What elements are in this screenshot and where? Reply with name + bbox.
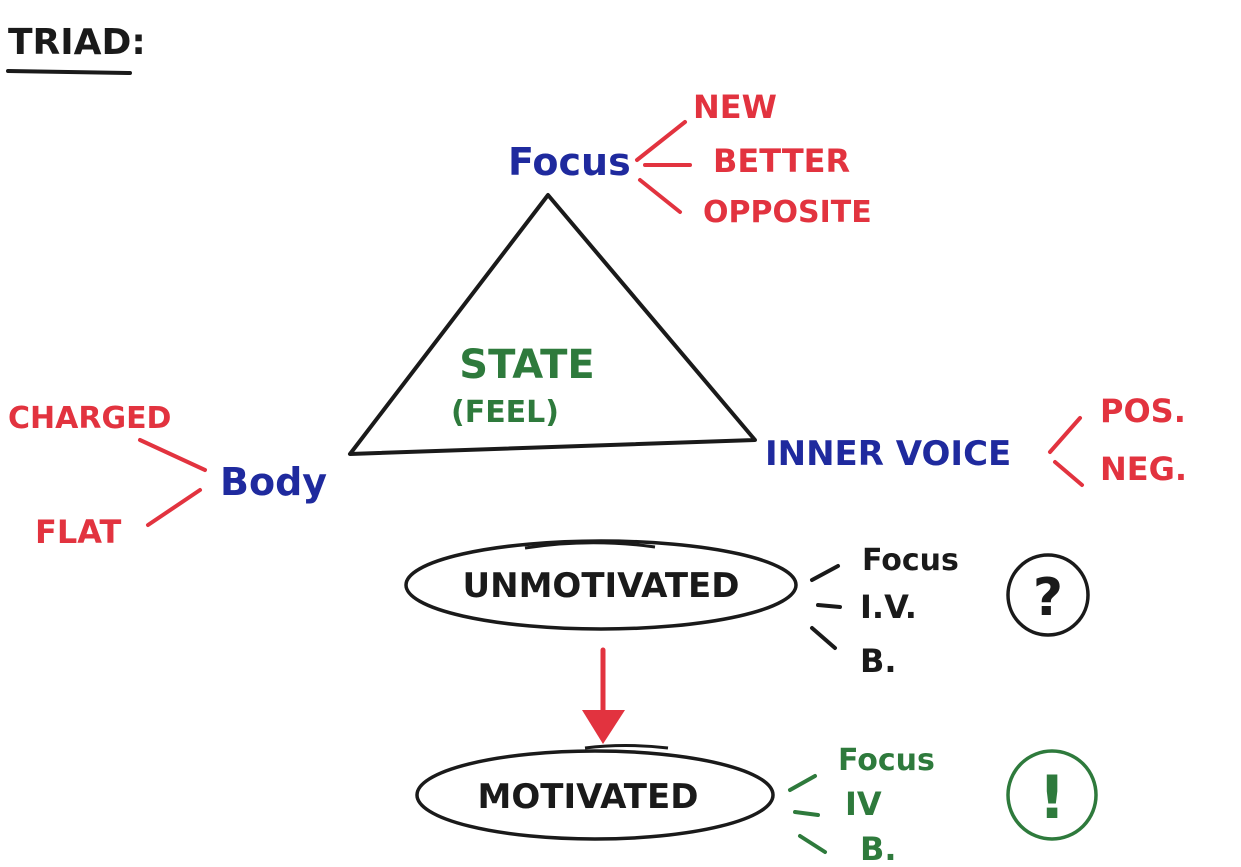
focus-branches — [635, 120, 692, 214]
unmotivated-branches — [810, 564, 842, 650]
inner-voice-item-neg: NEG. — [1100, 450, 1187, 488]
body-branches — [138, 438, 207, 527]
unmotivated-item-focus: Focus — [862, 543, 959, 578]
question-mark: ? — [1033, 568, 1063, 628]
inner-voice-label: INNER VOICE — [765, 434, 1011, 474]
state-label: STATE — [459, 342, 594, 388]
question-circle-icon — [1006, 553, 1090, 637]
focus-label: Focus — [508, 140, 631, 184]
unmotivated-item-b: B. — [860, 642, 897, 680]
body-item-charged: CHARGED — [8, 401, 171, 436]
motivated-item-iv: IV — [845, 785, 882, 823]
motivated-ellipse — [415, 749, 775, 841]
exclamation-mark: ! — [1038, 763, 1065, 833]
inner-voice-branches — [1048, 416, 1084, 487]
focus-item-better: BETTER — [713, 142, 850, 180]
unmotivated-ellipse-overstroke — [524, 541, 656, 550]
motivated-item-focus: Focus — [838, 743, 935, 778]
motivated-branches — [788, 774, 827, 854]
title-underline — [6, 69, 132, 75]
exclamation-circle-icon — [1006, 749, 1098, 841]
body-label: Body — [220, 460, 327, 504]
state-triangle — [348, 193, 757, 456]
unmotivated-item-iv: I.V. — [860, 588, 917, 626]
unmotivated-label: UNMOTIVATED — [463, 566, 740, 606]
focus-item-opposite: OPPOSITE — [703, 195, 872, 230]
body-item-flat: FLAT — [35, 513, 122, 551]
motivated-label: MOTIVATED — [478, 777, 699, 817]
transition-arrow-head — [582, 710, 625, 744]
diagram-title: TRIAD: — [8, 22, 146, 63]
feel-label: (FEEL) — [451, 395, 559, 430]
unmotivated-ellipse — [404, 539, 798, 631]
motivated-item-b: B. — [860, 830, 897, 867]
inner-voice-item-pos: POS. — [1100, 392, 1186, 430]
focus-item-new: NEW — [693, 88, 777, 126]
motivated-ellipse-overstroke — [584, 744, 669, 750]
